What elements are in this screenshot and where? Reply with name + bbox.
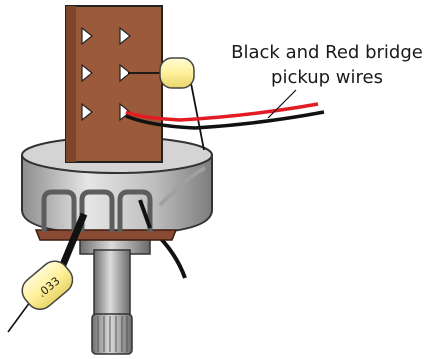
black-wire-front — [138, 199, 152, 229]
potentiometer — [21, 136, 213, 355]
switch-block — [65, 5, 163, 163]
caption: Black and Red bridge pickup wires — [224, 40, 430, 90]
pot-lugs — [41, 189, 153, 232]
pot-lug-plate — [34, 229, 178, 241]
switch-terminals — [81, 26, 131, 122]
caption-line-1: Black and Red bridge — [231, 42, 423, 63]
capacitor-large: .033 — [7, 212, 88, 333]
caption-leader — [267, 89, 297, 119]
pot-knurled-tip — [91, 313, 133, 355]
capacitor-small — [128, 57, 205, 151]
red-wire — [125, 102, 319, 122]
caption-line-2: pickup wires — [271, 67, 383, 88]
pot-shaft — [93, 249, 131, 319]
black-wire — [125, 110, 325, 130]
